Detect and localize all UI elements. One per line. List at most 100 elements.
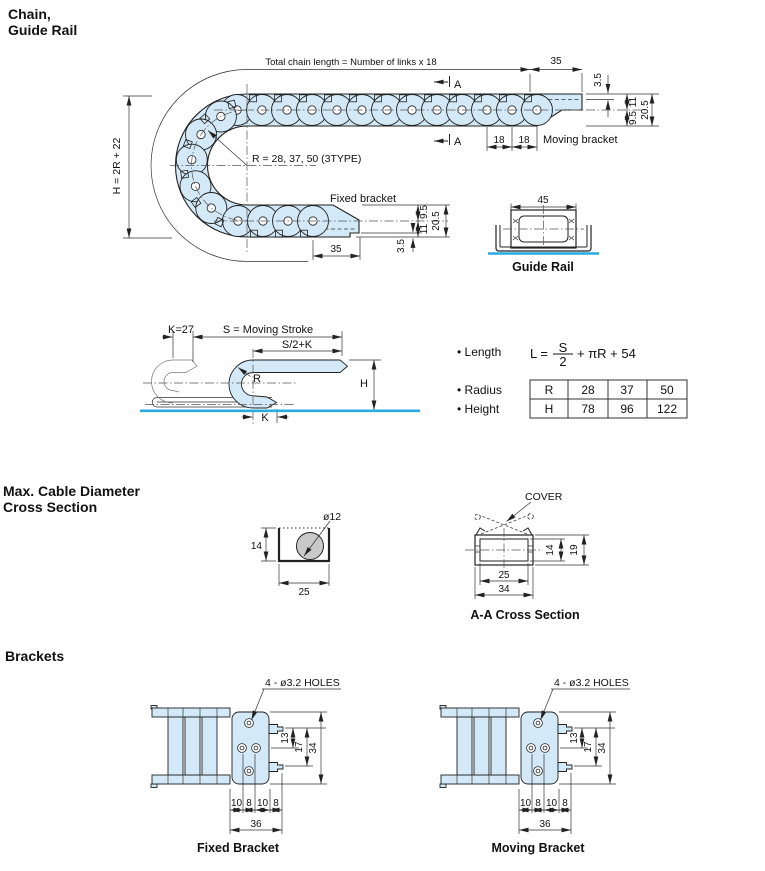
bullet-radius: • Radius xyxy=(457,383,502,397)
table-height-key: H xyxy=(545,402,554,416)
heading-chain-line2: Guide Rail xyxy=(8,22,77,38)
fixed-dim-8b: 8 xyxy=(273,798,279,809)
dim-20-5-top: 20.5 xyxy=(640,100,651,120)
moving-bracket-drawing: 4 - ø3.2 HOLES 13 17 34 10 8 10 8 36 Mov… xyxy=(440,677,630,855)
chain-diagram: Total chain length = Number of links x 1… xyxy=(111,56,659,262)
table-r50: 50 xyxy=(660,383,674,397)
fixed-dim-10b: 10 xyxy=(257,798,269,809)
heading-chain-line1: Chain, xyxy=(8,6,51,22)
table-h122: 122 xyxy=(657,402,677,416)
section-label-a-top: A xyxy=(454,79,462,91)
table-r28: 28 xyxy=(581,383,595,397)
guide-rail-label: Guide Rail xyxy=(512,260,574,274)
dim-35-top: 35 xyxy=(550,56,562,67)
stroke-diagram: K=27 S = Moving Stroke S/2+K R H K xyxy=(140,324,420,425)
bullet-height: • Height xyxy=(457,402,500,416)
dim-18-right: 18 xyxy=(518,135,530,146)
table-radius-key: R xyxy=(545,383,554,397)
stroke-radius-leader xyxy=(237,367,251,377)
dim-dia12: ø12 xyxy=(323,511,341,523)
moving-dim-8a: 8 xyxy=(535,798,541,809)
fixed-dim-8a: 8 xyxy=(246,798,252,809)
heading-max-cable-line2: Cross Section xyxy=(3,499,97,515)
fixed-bracket-dimensions xyxy=(312,204,450,260)
radius-leader xyxy=(207,130,248,166)
dim-20-5-bottom: 20.5 xyxy=(431,211,442,231)
section-label-a-bottom: A xyxy=(454,136,462,148)
dim-19-aa: 19 xyxy=(569,544,580,556)
fixed-dim-34: 34 xyxy=(308,742,319,754)
dim-14-cable: 14 xyxy=(251,541,263,552)
height-note: H = 2R + 22 xyxy=(111,138,123,195)
bullet-length: • Length xyxy=(457,345,501,359)
chain-link-notches xyxy=(180,94,532,238)
spec-table: • Radius • Height R 28 37 50 H 78 96 122 xyxy=(457,379,688,419)
base-plate xyxy=(151,397,272,408)
moving-bracket-dimensions xyxy=(586,75,659,127)
stroke-radius-label: R xyxy=(253,373,261,385)
cable-circle xyxy=(296,532,324,560)
table-h96: 96 xyxy=(620,402,634,416)
dim-35-bottom: 35 xyxy=(330,244,342,255)
cover-leader xyxy=(506,501,532,522)
dim-9-5-top: 9.5 xyxy=(628,111,639,125)
moving-holes-note: 4 - ø3.2 HOLES xyxy=(554,677,629,689)
fixed-bracket-title: Fixed Bracket xyxy=(197,841,280,855)
moving-dim-8b: 8 xyxy=(562,798,568,809)
heading-brackets: Brackets xyxy=(5,648,64,664)
stroke-height-label: H xyxy=(360,378,368,390)
aa-section: COVER 14 19 25 34 A-A Cross Section xyxy=(465,491,589,622)
h-dimension xyxy=(123,95,172,239)
dim-3-5-bottom: 3.5 xyxy=(396,239,407,253)
table-h78: 78 xyxy=(581,402,595,416)
chain-stroke-shape xyxy=(228,359,349,409)
cable-dia-leader xyxy=(303,520,331,557)
cover-label: COVER xyxy=(525,491,563,503)
moving-dim-36: 36 xyxy=(539,819,551,830)
formula-denominator: 2 xyxy=(559,354,566,369)
heading-max-cable-line1: Max. Cable Diameter xyxy=(3,483,140,499)
fixed-bracket-label: Fixed bracket xyxy=(330,193,396,205)
fixed-holes-note: 4 - ø3.2 HOLES xyxy=(265,677,340,689)
aa-section-label: A-A Cross Section xyxy=(470,608,579,622)
dim-34-aa: 34 xyxy=(498,584,510,595)
table-r37: 37 xyxy=(620,383,634,397)
dim-14-aa: 14 xyxy=(545,544,556,556)
dim-3-5-top: 3.5 xyxy=(593,73,604,87)
moving-dim-34: 34 xyxy=(597,742,608,754)
fixed-dim-17: 17 xyxy=(294,741,305,753)
formula-numerator: S xyxy=(559,340,568,355)
formula-lhs: L = xyxy=(530,346,548,361)
dim-k27: K=27 xyxy=(168,324,194,336)
dim-45: 45 xyxy=(537,195,549,206)
total-length-note: Total chain length = Number of links x 1… xyxy=(265,57,436,68)
radius-note: R = 28, 37, 50 (3TYPE) xyxy=(252,153,361,165)
dim-25-aa: 25 xyxy=(498,570,510,581)
moving-dim-13: 13 xyxy=(569,732,580,744)
fixed-dim-36: 36 xyxy=(250,819,262,830)
moving-bracket-label: Moving bracket xyxy=(543,134,618,146)
fixed-bracket-drawing: 4 - ø3.2 HOLES 13 17 34 10 8 10 8 36 Fix… xyxy=(151,677,341,855)
moving-dim-10a: 10 xyxy=(520,798,532,809)
section-cut-markers xyxy=(434,76,450,145)
dim-11-top: 11 xyxy=(628,96,639,107)
cable-section: ø12 14 25 xyxy=(251,511,341,598)
formula-tail: + πR + 54 xyxy=(577,346,636,361)
dim-k: K xyxy=(261,412,269,424)
length-formula: • Length L = S 2 + πR + 54 xyxy=(457,340,636,369)
fixed-dim-13: 13 xyxy=(280,732,291,744)
dim-25-cable: 25 xyxy=(298,587,310,598)
moving-bracket-title: Moving Bracket xyxy=(491,841,585,855)
dim-9-5-bottom: 9.5 xyxy=(419,205,430,219)
fixed-dim-10a: 10 xyxy=(231,798,243,809)
ghost-chain-position xyxy=(151,359,198,404)
dim-11-bottom: 11 xyxy=(419,223,430,234)
guide-rail-detail: 45 Guide Rail xyxy=(488,195,599,274)
chain-centerlines xyxy=(170,84,648,252)
dim-18-left: 18 xyxy=(493,135,505,146)
moving-dim-10b: 10 xyxy=(546,798,558,809)
stroke-dimensions xyxy=(162,331,381,423)
stroke-note: S = Moving Stroke xyxy=(223,324,313,336)
